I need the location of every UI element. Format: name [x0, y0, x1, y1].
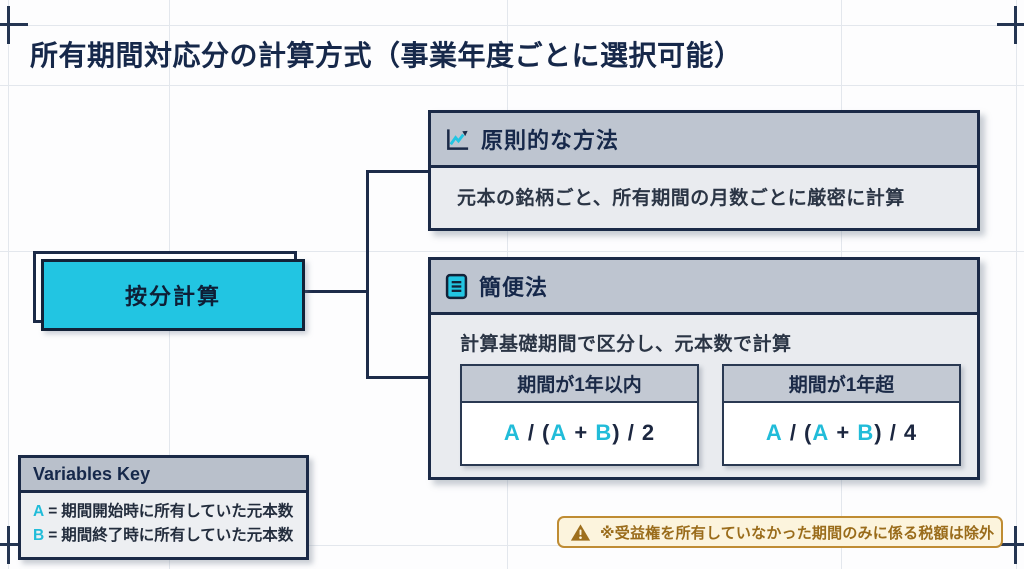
- connector-trunk: [366, 170, 369, 379]
- line-chart-icon: [444, 126, 471, 153]
- case-condition: 期間が1年超: [724, 366, 959, 403]
- case-row: 期間が1年以内 A / (A + B) / 2 期間が1年超 A / (A + …: [460, 364, 977, 466]
- connector-root: [305, 290, 368, 293]
- variable-row: B=期間終了時に所有していた元本数: [33, 524, 294, 548]
- grid-line: [8, 0, 9, 569]
- connector-branch-principle: [366, 170, 428, 173]
- grid-line: [0, 251, 1024, 252]
- grid-line: [0, 85, 1024, 86]
- method-box-simple: 簡便法 計算基礎期間で区分し、元本数で計算 期間が1年以内 A / (A + B…: [428, 257, 980, 480]
- method-principle-description: 元本の銘柄ごと、所有期間の月数ごとに厳密に計算: [457, 188, 905, 209]
- method-simple-title: 簡便法: [479, 275, 549, 300]
- warning-icon: [570, 523, 591, 542]
- method-principle-title: 原則的な方法: [481, 128, 620, 153]
- variables-key-body: A=期間開始時に所有していた元本数 B=期間終了時に所有していた元本数: [21, 493, 306, 557]
- variables-key-title: Variables Key: [21, 458, 306, 493]
- case-box-over-one-year: 期間が1年超 A / (A + B) / 4: [722, 364, 961, 466]
- variable-description: 期間終了時に所有していた元本数: [61, 527, 294, 544]
- method-simple-header: 簡便法: [431, 260, 977, 315]
- method-principle-body: 元本の銘柄ごと、所有期間の月数ごとに厳密に計算: [431, 168, 977, 225]
- case-formula: A / (A + B) / 4: [765, 419, 918, 445]
- crosshair-mark: [0, 6, 28, 44]
- grid-line: [0, 25, 1024, 26]
- note-text: ※受益権を所有していなかった期間のみに係る税額は除外: [600, 524, 995, 542]
- variable-row: A=期間開始時に所有していた元本数: [33, 500, 294, 524]
- grid-line: [0, 545, 1024, 546]
- note-box: ※受益権を所有していなかった期間のみに係る税額は除外: [557, 516, 1003, 548]
- method-simple-description: 計算基礎期間で区分し、元本数で計算: [460, 334, 792, 355]
- crosshair-mark: [997, 526, 1024, 564]
- method-simple-body: 計算基礎期間で区分し、元本数で計算 期間が1年以内 A / (A + B) / …: [431, 315, 977, 466]
- variable-description: 期間開始時に所有していた元本数: [61, 503, 294, 520]
- equals-sign: =: [48, 527, 58, 544]
- root-node: 按分計算: [41, 259, 305, 331]
- page-title: 所有期間対応分の計算方式（事業年度ごとに選択可能）: [30, 40, 743, 71]
- variables-key: Variables Key A=期間開始時に所有していた元本数 B=期間終了時に…: [18, 455, 309, 560]
- document-list-icon: [444, 273, 469, 300]
- variable-symbol: A: [33, 503, 45, 520]
- case-box-within-one-year: 期間が1年以内 A / (A + B) / 2: [460, 364, 699, 466]
- connector-branch-simple: [366, 376, 428, 379]
- method-principle-header: 原則的な方法: [431, 113, 977, 168]
- crosshair-mark: [0, 526, 28, 564]
- case-condition: 期間が1年以内: [462, 366, 697, 403]
- variable-symbol: B: [33, 527, 45, 544]
- grid-line: [1016, 0, 1017, 569]
- root-node-label: 按分計算: [124, 284, 221, 309]
- equals-sign: =: [48, 503, 58, 520]
- method-box-principle: 原則的な方法 元本の銘柄ごと、所有期間の月数ごとに厳密に計算: [428, 110, 980, 231]
- crosshair-mark: [997, 6, 1024, 44]
- case-formula: A / (A + B) / 2: [503, 419, 656, 445]
